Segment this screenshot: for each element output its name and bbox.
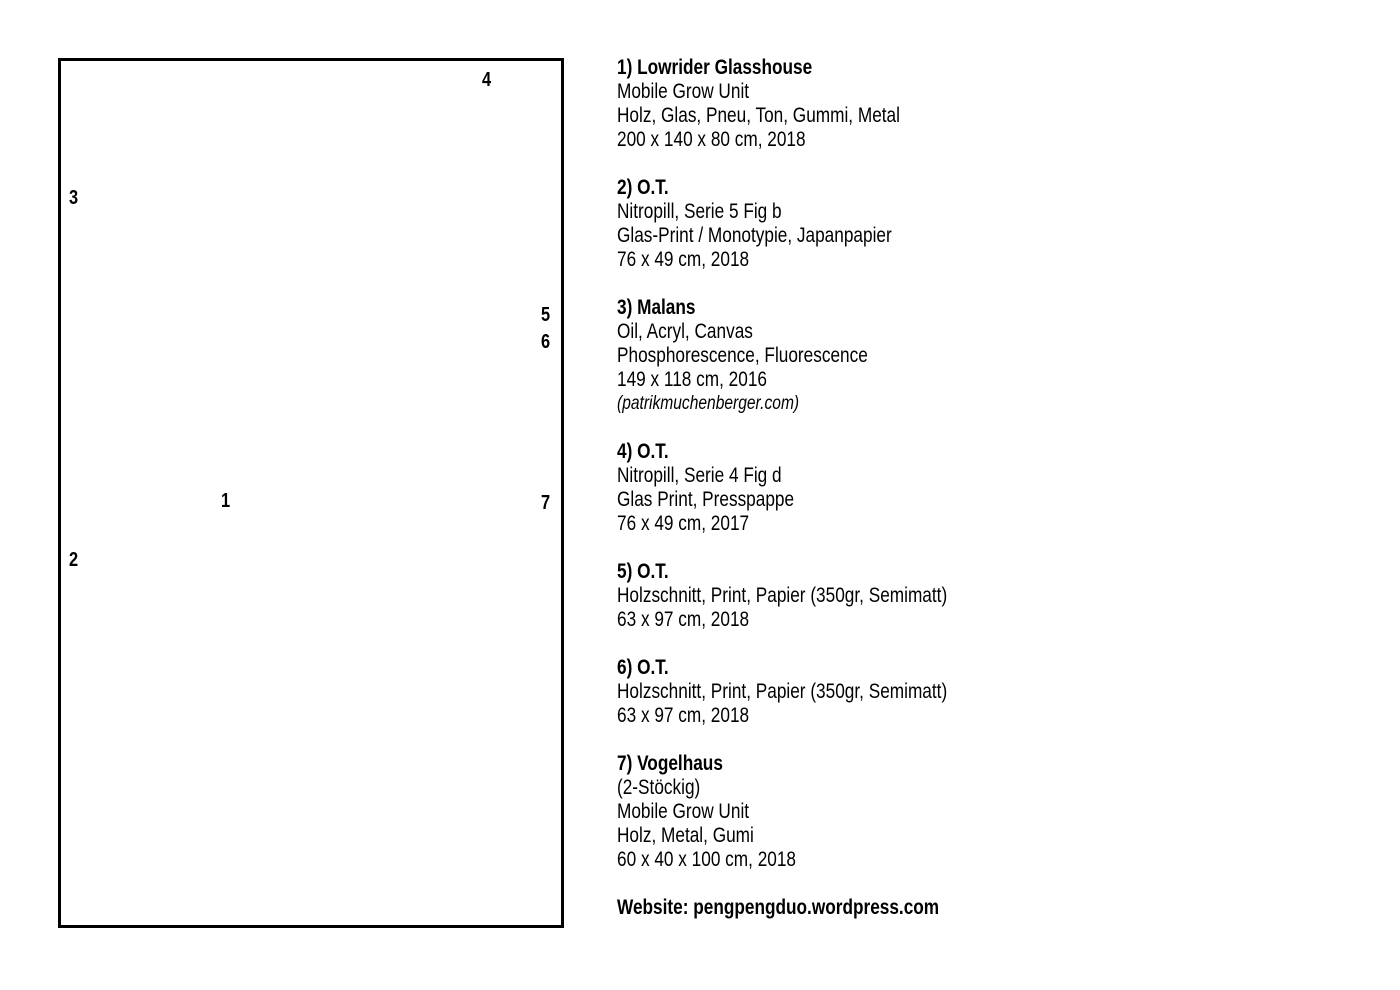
work-note: (patrikmuchenberger.com) xyxy=(617,393,800,414)
work-detail: 76 x 49 cm, 2018 xyxy=(617,248,750,271)
work-title: 7) Vogelhaus xyxy=(617,752,723,775)
work-detail: Holz, Metal, Gumi xyxy=(617,824,754,847)
plan-marker-2: 2 xyxy=(69,549,79,571)
plan-marker-4: 4 xyxy=(482,69,492,91)
plan-marker-3: 3 xyxy=(69,187,79,209)
work-detail: Mobile Grow Unit xyxy=(617,800,750,823)
work-detail: 200 x 140 x 80 cm, 2018 xyxy=(617,128,806,151)
work-entry-2: 2) O.T. Nitropill, Serie 5 Fig b Glas-Pr… xyxy=(617,176,1377,272)
plan-marker-7: 7 xyxy=(541,492,551,514)
work-detail: 60 x 40 x 100 cm, 2018 xyxy=(617,848,797,871)
work-title: 3) Malans xyxy=(617,296,696,319)
work-detail: Nitropill, Serie 5 Fig b xyxy=(617,200,782,223)
work-detail: 63 x 97 cm, 2018 xyxy=(617,608,750,631)
work-title: 1) Lowrider Glasshouse xyxy=(617,56,813,79)
work-detail: Phosphorescence, Fluorescence xyxy=(617,344,868,367)
work-entry-4: 4) O.T. Nitropill, Serie 4 Fig d Glas Pr… xyxy=(617,440,1377,536)
work-detail: Oil, Acryl, Canvas xyxy=(617,320,753,343)
plan-marker-1: 1 xyxy=(221,490,231,512)
website-line: Website: pengpengduo.wordpress.com xyxy=(617,896,1377,920)
work-title: 6) O.T. xyxy=(617,656,669,679)
plan-marker-6: 6 xyxy=(541,331,551,353)
plan-marker-5: 5 xyxy=(541,304,551,326)
work-entry-6: 6) O.T. Holzschnitt, Print, Papier (350g… xyxy=(617,656,1377,728)
work-entry-3: 3) Malans Oil, Acryl, Canvas Phosphoresc… xyxy=(617,296,1377,416)
work-detail: Nitropill, Serie 4 Fig d xyxy=(617,464,782,487)
work-detail: (2-Stöckig) xyxy=(617,776,701,799)
work-detail: 149 x 118 cm, 2016 xyxy=(617,368,767,391)
work-title: 4) O.T. xyxy=(617,440,669,463)
work-entry-7: 7) Vogelhaus (2-Stöckig) Mobile Grow Uni… xyxy=(617,752,1377,872)
work-detail: Glas Print, Presspappe xyxy=(617,488,795,511)
work-detail: Glas-Print / Monotypie, Japanpapier xyxy=(617,224,892,247)
work-entry-1: 1) Lowrider Glasshouse Mobile Grow Unit … xyxy=(617,56,1377,152)
floor-plan xyxy=(58,58,564,928)
work-detail: 76 x 49 cm, 2017 xyxy=(617,512,750,535)
website-link[interactable]: Website: pengpengduo.wordpress.com xyxy=(617,896,940,919)
work-detail: Mobile Grow Unit xyxy=(617,80,750,103)
work-detail: 63 x 97 cm, 2018 xyxy=(617,704,750,727)
works-list: 1) Lowrider Glasshouse Mobile Grow Unit … xyxy=(617,56,1377,944)
work-entry-5: 5) O.T. Holzschnitt, Print, Papier (350g… xyxy=(617,560,1377,632)
work-detail: Holzschnitt, Print, Papier (350gr, Semim… xyxy=(617,680,948,703)
work-detail: Holz, Glas, Pneu, Ton, Gummi, Metal xyxy=(617,104,900,127)
work-detail: Holzschnitt, Print, Papier (350gr, Semim… xyxy=(617,584,948,607)
work-title: 2) O.T. xyxy=(617,176,669,199)
work-title: 5) O.T. xyxy=(617,560,669,583)
